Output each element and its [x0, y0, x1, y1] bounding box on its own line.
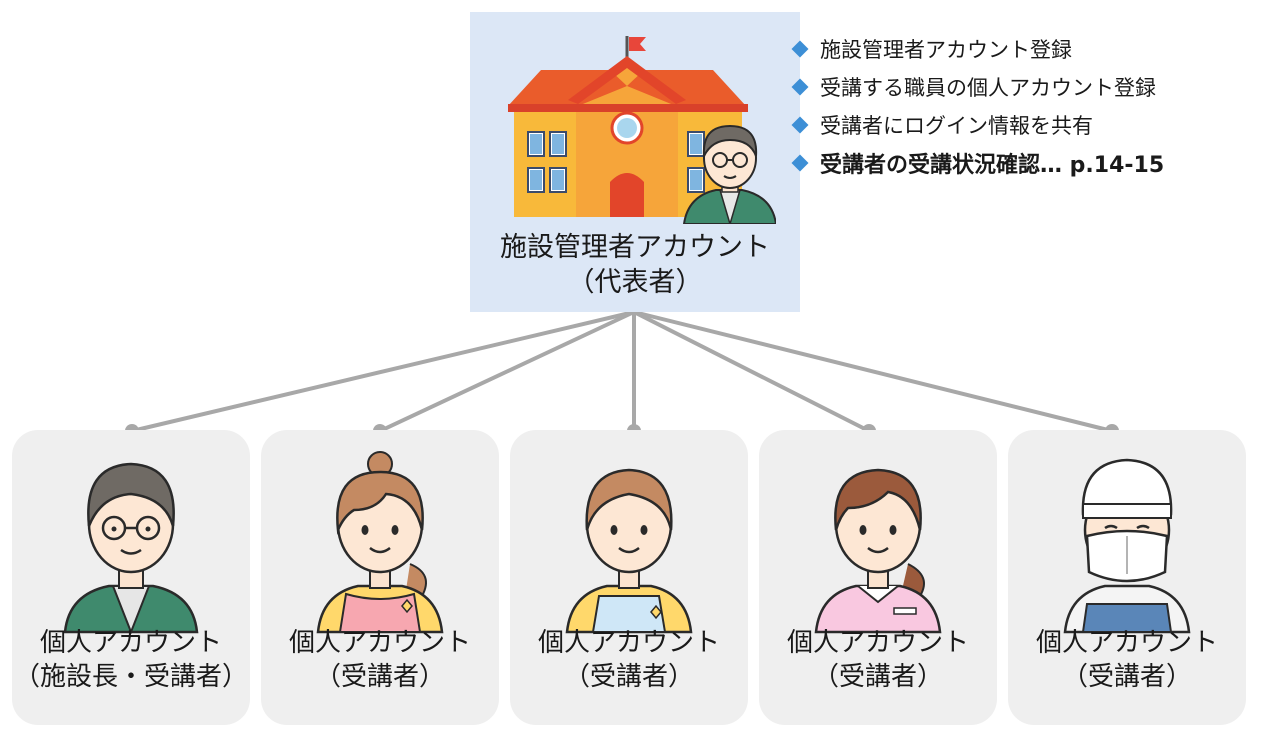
account-role: （受講者） — [314, 662, 445, 692]
account-card-director: 個人アカウント （施設長・受講者） — [12, 430, 250, 725]
admin-account-subtitle: （代表者） — [567, 267, 703, 298]
diamond-bullet-icon — [791, 78, 809, 96]
account-label: 個人アカウント （受講者） — [510, 626, 748, 694]
account-card-nursery-teacher: 個人アカウント （受講者） — [261, 430, 499, 725]
account-label: 個人アカウント （受講者） — [261, 626, 499, 694]
task-text: 受講者の受講状況確認… p.14-15 — [820, 153, 1165, 178]
admin-account-box: 施設管理者アカウント （代表者） — [470, 12, 800, 312]
account-card-cook: 個人アカウント （受講者） — [1008, 430, 1246, 725]
director-avatar-icon — [63, 462, 199, 634]
account-role: （受講者） — [812, 662, 943, 692]
cook-avatar-icon — [1063, 458, 1191, 634]
account-card-childcare-worker: 個人アカウント （受講者） — [510, 430, 748, 725]
diamond-bullet-icon — [791, 116, 809, 134]
account-card-nurse: 個人アカウント （受講者） — [759, 430, 997, 725]
account-role: （受講者） — [1061, 662, 1192, 692]
account-label: 個人アカウント （受講者） — [759, 626, 997, 694]
task-text: 受講する職員の個人アカウント登録 — [820, 76, 1156, 100]
connector-line-2 — [378, 310, 636, 433]
admin-account-label: 施設管理者アカウント （代表者） — [470, 230, 800, 300]
admin-task-list: 施設管理者アカウント登録 受講する職員の個人アカウント登録 受講者にログイン情報… — [790, 30, 1164, 182]
connector-line-1 — [130, 310, 636, 433]
admin-account-title: 施設管理者アカウント — [500, 232, 770, 263]
task-item: 受講する職員の個人アカウント登録 — [790, 68, 1164, 106]
account-role: （施設長・受講者） — [13, 662, 248, 692]
school-building-illustration — [508, 36, 776, 224]
account-label: 個人アカウント （施設長・受講者） — [12, 626, 250, 694]
diamond-bullet-icon — [791, 40, 809, 58]
account-title: 個人アカウント — [1035, 628, 1218, 658]
task-text: 受講者にログイン情報を共有 — [820, 114, 1093, 138]
connector-line-5 — [632, 310, 1114, 433]
nurse-avatar-icon — [814, 468, 942, 634]
task-item: 施設管理者アカウント登録 — [790, 30, 1164, 68]
account-title: 個人アカウント — [39, 628, 222, 658]
account-title: 個人アカウント — [786, 628, 969, 658]
account-title: 個人アカウント — [537, 628, 720, 658]
diamond-bullet-icon — [791, 154, 809, 172]
task-item: 受講者にログイン情報を共有 — [790, 106, 1164, 144]
connector-line-4 — [632, 310, 871, 433]
childcare-worker-avatar-icon — [565, 468, 693, 634]
account-role: （受講者） — [563, 662, 694, 692]
task-item: 受講者の受講状況確認… p.14-15 — [790, 144, 1164, 182]
nursery-teacher-avatar-icon — [316, 451, 444, 634]
account-title: 個人アカウント — [288, 628, 471, 658]
task-text: 施設管理者アカウント登録 — [820, 38, 1072, 62]
account-label: 個人アカウント （受講者） — [1008, 626, 1246, 694]
